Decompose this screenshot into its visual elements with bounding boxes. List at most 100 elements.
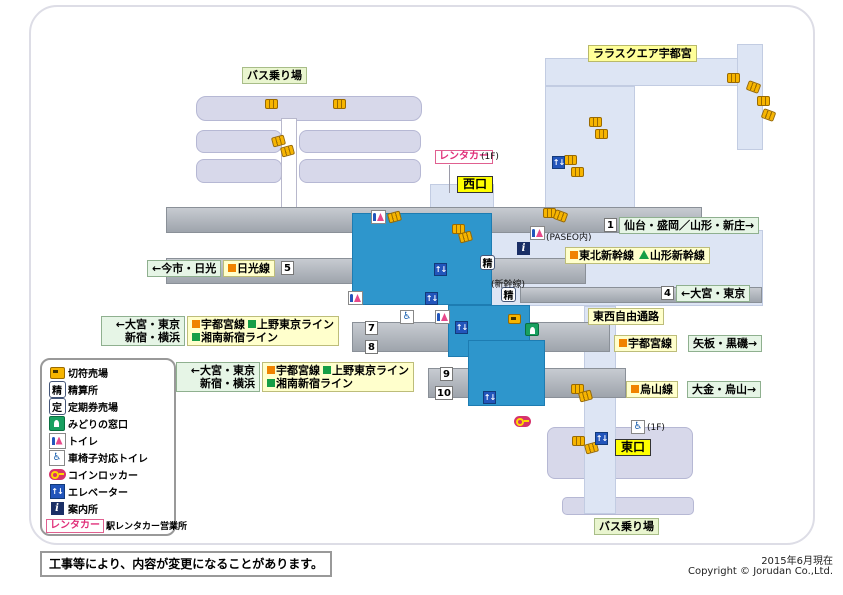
direction-text: ←今市・日光: [152, 262, 217, 275]
line-label-78: 宇都宮線上野東京ライン 湘南新宿ライン: [187, 316, 339, 346]
nikko-line-color-square: [228, 264, 236, 272]
toilet-female-figure: [354, 294, 361, 302]
date-text: 2015年6月現在: [761, 556, 833, 567]
elevator-arrows: ↑↓: [483, 393, 496, 402]
direction-label-yaita: 矢板・黒磯→: [688, 335, 763, 352]
line-text: 山形新幹線: [649, 249, 705, 262]
wheelchair-toilet-icon: ♿: [400, 310, 414, 324]
legend-label: コインロッカー: [68, 471, 138, 482]
legend-item-seisan: 精 精算所: [46, 381, 170, 398]
toilet-icon: [348, 291, 363, 305]
elevator-icon: ↑↓: [455, 321, 468, 334]
elevator-icon: ↑↓: [49, 484, 65, 499]
legend-label: エレベーター: [68, 488, 128, 499]
ticket-office-icon: [508, 314, 521, 324]
line-text: 日光線: [237, 262, 270, 275]
direction-text: 新宿・横浜: [200, 377, 255, 390]
line-text: 上野東京ライン: [332, 364, 409, 377]
direction-text: 新宿・横浜: [125, 331, 180, 344]
shonan-shinjuku-line-color-square: [267, 379, 275, 387]
line-text: 東北新幹線: [579, 249, 634, 262]
direction-label-sendai: 仙台・盛岡／山形・新庄→: [619, 217, 760, 234]
toilet-male-figure: [373, 213, 376, 221]
fare-adjustment-icon: 精: [48, 381, 66, 398]
shinkansen-note-text: (新幹線): [491, 280, 526, 290]
line-text: 湘南新宿ライン: [276, 377, 353, 390]
elevator-icon: ↑↓: [483, 391, 496, 404]
toilet-icon: [48, 432, 66, 449]
wheelchair-glyph: ♿: [402, 311, 412, 322]
coin-locker-icon: [564, 155, 577, 165]
line-text: 宇都宮線: [276, 364, 320, 377]
legend-label: 切符売場: [68, 369, 108, 380]
platform-number-text: 9: [443, 369, 450, 380]
line-text: 宇都宮線: [628, 337, 672, 350]
east-bus-bay: [562, 497, 694, 515]
coin-locker-key-icon: [514, 416, 531, 427]
legend-item-rentacar: レンタカー 駅レンタカー営業所: [46, 517, 187, 534]
elevator-icon: ↑↓: [434, 263, 447, 276]
line-label-utsunomiya-right: 宇都宮線: [614, 335, 677, 352]
rentacar-text: レンタカー: [439, 151, 489, 162]
coin-locker-icon: [727, 73, 740, 83]
floor-text: (1F): [481, 152, 499, 162]
commuter-pass-icon: 定: [48, 398, 66, 415]
fare-adjustment-icon: 精: [480, 255, 495, 270]
station-concourse: [352, 213, 492, 305]
utsunomiya-line-color-square: [192, 320, 200, 328]
line-text: 湘南新宿ライン: [201, 331, 278, 344]
coin-locker-icon: [595, 129, 608, 139]
west-exit-text: 西口: [463, 177, 488, 191]
info-glyph: i: [55, 503, 59, 514]
direction-label-910: ←大宮・東京 新宿・横浜: [176, 362, 260, 392]
east-exit-label: 東口: [615, 439, 652, 456]
elevator-icon: ↑↓: [552, 156, 565, 169]
wheelchair-glyph: ♿: [52, 451, 62, 463]
bus-terminal-island: [299, 130, 421, 153]
bus-terminal-island: [196, 159, 282, 183]
information-icon: i: [517, 242, 530, 255]
direction-text: ←大宮・東京: [190, 364, 255, 377]
direction-text: ←大宮・東京: [681, 287, 746, 300]
platform-number-1: 1: [604, 218, 617, 232]
shonan-shinjuku-line-color-square: [192, 333, 200, 341]
legend-item-ticket: 切符売場: [46, 364, 170, 381]
elevator-icon: ↑↓: [425, 292, 438, 305]
direction-text: 大金・烏山→: [692, 383, 757, 396]
wheelchair-toilet-icon: ♿: [49, 449, 65, 466]
direction-label-omiya-4: ←大宮・東京: [676, 285, 751, 302]
platform-number-8: 8: [365, 340, 378, 354]
legend-item-toilet: トイレ: [46, 432, 170, 449]
elevator-arrows: ↑↓: [425, 294, 438, 303]
elevator-arrows: ↑↓: [552, 158, 565, 167]
east-exit-text: 東口: [621, 440, 646, 454]
platform-number-text: 7: [368, 323, 375, 334]
legend-label: 案内所: [68, 505, 98, 516]
bus-terminal-island: [299, 159, 421, 183]
toilet-icon: [435, 310, 450, 324]
shinkansen-gate-note: (新幹線): [491, 277, 525, 290]
coin-locker-key-icon: [48, 469, 66, 480]
tohoku-shinkansen-color-square: [570, 251, 578, 259]
line-label-910: 宇都宮線上野東京ライン 湘南新宿ライン: [262, 362, 414, 392]
utsunomiya-line-color-square: [267, 366, 275, 374]
copyright-text: Copyright © Jorudan Co.,Ltd.: [687, 566, 833, 577]
yamagata-shinkansen-color-triangle: [638, 250, 649, 259]
toilet-male-figure: [437, 313, 440, 321]
toilet-icon: [371, 210, 386, 224]
karasuyama-line-color-square: [631, 385, 639, 393]
legend-item-midori: みどりの窓口: [46, 415, 170, 432]
bus-stop-text: バス乗り場: [599, 520, 654, 533]
coin-locker-icon: [571, 167, 584, 177]
elevator-arrows: ↑↓: [434, 265, 447, 274]
platform-number-text: 1: [607, 220, 614, 231]
utsunomiya-line-color-square: [619, 339, 627, 347]
platform-number-9: 9: [440, 367, 453, 381]
coin-locker-icon: [571, 384, 584, 394]
platform-number-7: 7: [365, 321, 378, 335]
paseo-text: (PASEO内): [546, 233, 592, 243]
seisan-glyph: 精: [503, 291, 514, 302]
seisan-glyph: 精: [52, 386, 62, 397]
legend-item-teiki: 定 定期券売場: [46, 398, 170, 415]
